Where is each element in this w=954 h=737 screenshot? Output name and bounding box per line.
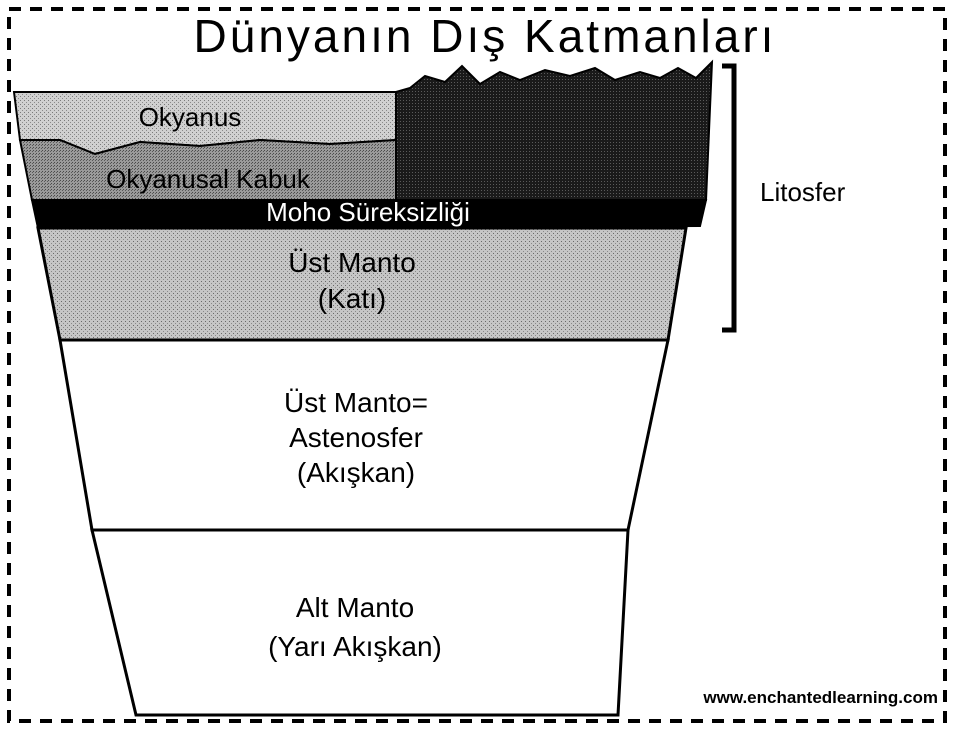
diagram-title: Dünyanın Dış Katmanları <box>194 10 777 62</box>
upper-mantle-solid-layer <box>36 226 688 342</box>
credit-text: www.enchantedlearning.com <box>702 688 938 707</box>
moho-band <box>30 199 708 230</box>
asthenosphere-label-3: (Akışkan) <box>297 457 415 488</box>
asthenosphere-label-2: Astenosfer <box>289 422 423 453</box>
asthenosphere-label-1: Üst Manto= <box>284 387 428 418</box>
dashed-border <box>7 7 947 723</box>
lithosphere-bracket <box>722 63 737 333</box>
oceanic-crust-label: Okyanusal Kabuk <box>106 164 311 194</box>
upper-mantle-solid-label-1: Üst Manto <box>288 247 416 278</box>
ocean-label: Okyanus <box>139 102 242 132</box>
moho-label: Moho Süreksizliği <box>266 197 470 227</box>
upper-mantle-solid-label-2: (Katı) <box>318 283 386 314</box>
lithosphere-label: Litosfer <box>760 177 846 207</box>
lower-mantle-label-2: (Yarı Akışkan) <box>268 631 442 662</box>
lower-mantle-label-1: Alt Manto <box>296 592 414 623</box>
continental-crust-block <box>395 59 714 201</box>
